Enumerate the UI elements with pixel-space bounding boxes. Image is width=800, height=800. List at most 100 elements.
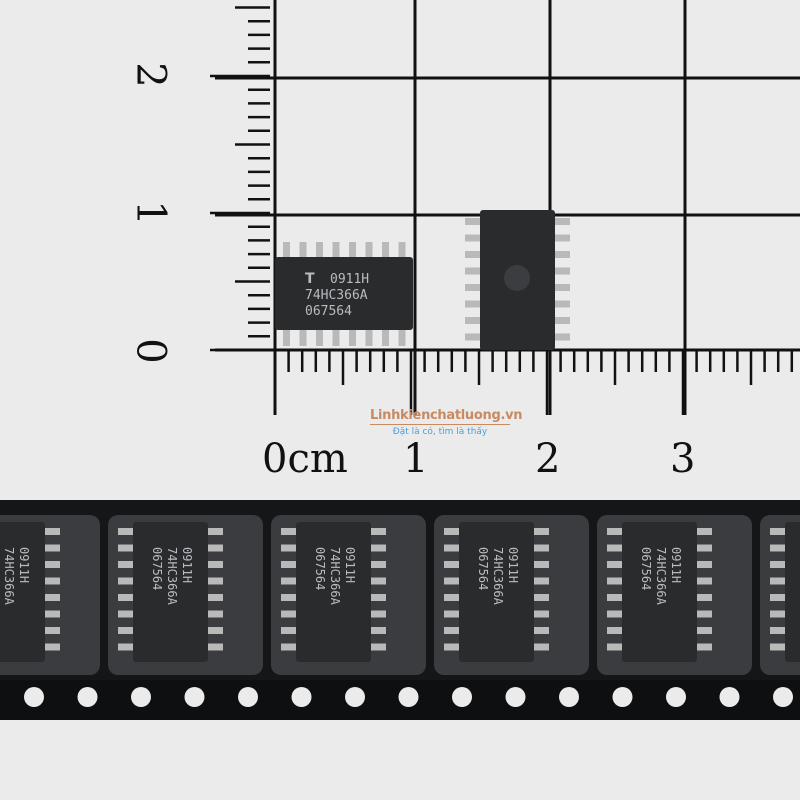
ruler-label-0: 0: [127, 338, 174, 364]
pin: [205, 610, 223, 618]
pin: [368, 577, 386, 585]
chip-marking-line: 0911H: [17, 547, 31, 583]
pin: [770, 561, 788, 568]
pin: [694, 627, 712, 634]
watermark-name: Linhkienchatluong.vn: [370, 408, 523, 425]
pin: [118, 577, 136, 585]
chip-body: [785, 522, 800, 662]
pin: [42, 627, 60, 634]
pin: [382, 328, 389, 346]
sprocket-hole: [452, 687, 472, 707]
pin: [365, 328, 373, 346]
pin: [444, 627, 462, 634]
carrier-tape: 0911H74HC366A0675640911H74HC366A06756409…: [0, 500, 800, 720]
pin: [368, 528, 386, 535]
pin: [607, 643, 625, 651]
pin: [694, 643, 712, 651]
ruler-label-2: 2: [127, 62, 174, 88]
watermark-tagline: Đặt là có, tìm là thấy: [392, 427, 488, 437]
pin: [118, 643, 136, 651]
pin: [531, 643, 549, 651]
chip-body: [275, 257, 413, 330]
pin: [531, 544, 549, 552]
pin: [465, 251, 483, 258]
pin: [607, 544, 625, 552]
pin: [382, 242, 389, 260]
sprocket-hole: [345, 687, 365, 707]
pin: [283, 242, 290, 260]
pin: [368, 544, 386, 552]
ruler-label-2cm: 2: [535, 436, 561, 482]
pin: [42, 577, 60, 585]
pin: [349, 328, 356, 346]
pin: [465, 333, 483, 341]
pin: [398, 328, 406, 346]
pin: [365, 242, 373, 260]
sprocket-hole: [131, 687, 151, 707]
toshiba-logo: T: [305, 271, 315, 287]
chip-marking-line: 0911H: [330, 272, 369, 287]
pin: [531, 627, 549, 634]
pin: [552, 267, 570, 275]
pin: [368, 627, 386, 634]
pin: [770, 627, 788, 634]
sprocket-hole: [184, 687, 205, 707]
pin: [444, 577, 462, 585]
chip-marking-line: 0911H: [180, 547, 194, 583]
pin: [368, 643, 386, 651]
pin: [694, 544, 712, 552]
chip-marking-line: 74HC366A: [654, 547, 668, 606]
ruler-label-1: 1: [127, 200, 174, 226]
pin: [281, 544, 299, 552]
chip-marking-line: 067564: [313, 547, 327, 590]
chip-marking-line: 0911H: [343, 547, 357, 583]
chip-marking-line: 067564: [150, 547, 164, 590]
pin: [281, 528, 299, 535]
pin: [465, 218, 483, 225]
sprocket-hole: [505, 687, 526, 707]
chip-body: [0, 522, 45, 662]
pin: [552, 317, 570, 324]
sprocket-hole: [559, 687, 579, 707]
pin: [368, 610, 386, 618]
pin: [607, 594, 625, 601]
sprocket-hole: [666, 687, 686, 707]
chip-body: [133, 522, 208, 662]
pin: [444, 610, 462, 618]
pin: [205, 544, 223, 552]
pin: [607, 627, 625, 634]
pin: [205, 643, 223, 651]
pin: [531, 528, 549, 535]
pin: [444, 561, 462, 568]
pin: [694, 528, 712, 535]
sprocket-hole: [24, 687, 44, 707]
pin: [42, 610, 60, 618]
ruler-label-0cm: 0cm: [262, 436, 348, 482]
pin: [332, 328, 340, 346]
pin: [531, 577, 549, 585]
pin: [368, 594, 386, 601]
watermark-logo: Linhkienchatluong.vn Đặt là có, tìm là t…: [370, 408, 523, 437]
pin: [465, 317, 483, 324]
pin: [552, 218, 570, 225]
pin: [205, 561, 223, 568]
pin: [770, 544, 788, 552]
pin: [349, 242, 356, 260]
chip-marking-line: 74HC366A: [2, 547, 16, 606]
pin: [770, 594, 788, 601]
chip-marking-line: 74HC366A: [305, 288, 368, 303]
pin: [694, 577, 712, 585]
pin: [444, 544, 462, 552]
pin: [205, 577, 223, 585]
pin: [118, 610, 136, 618]
pin: [398, 242, 406, 260]
pin: [465, 284, 483, 291]
pin: [368, 561, 386, 568]
chip-body: [622, 522, 697, 662]
chip-marking-line: 74HC366A: [491, 547, 505, 606]
